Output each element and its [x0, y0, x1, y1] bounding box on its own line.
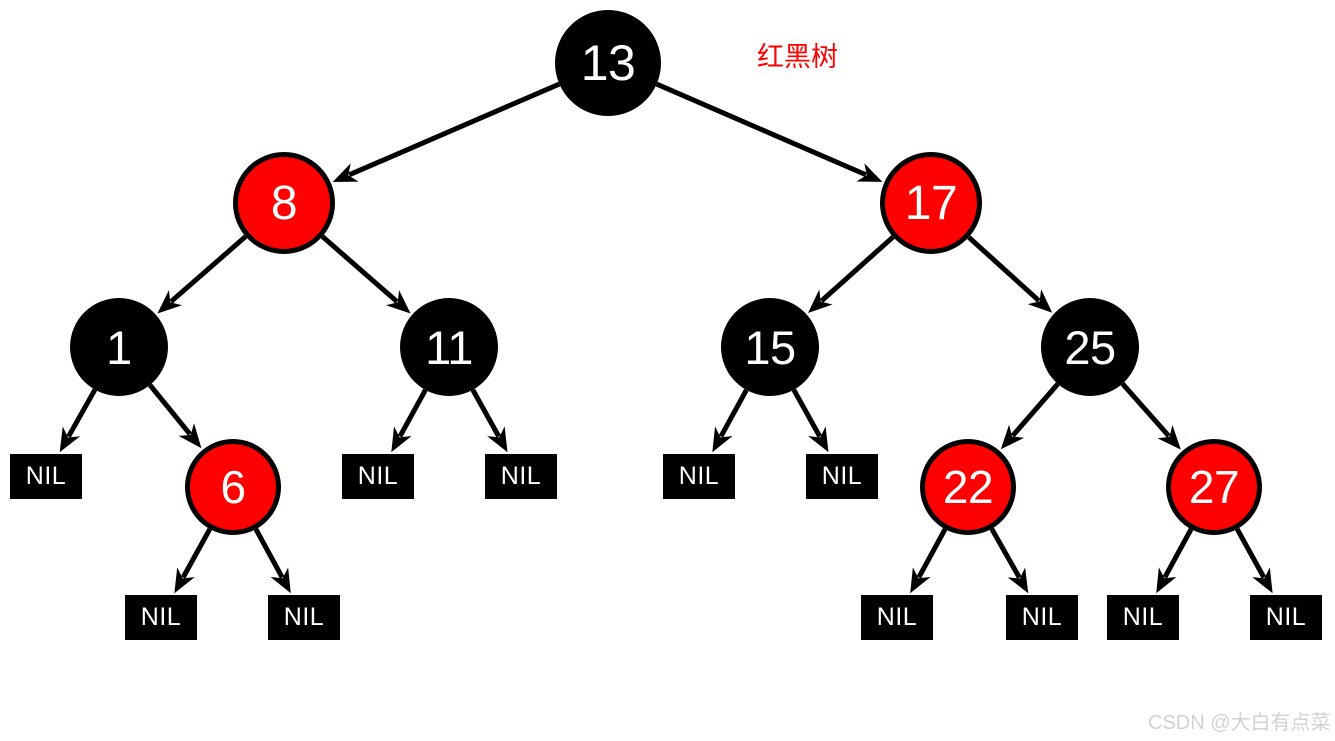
nil-leaf: NIL [1107, 595, 1179, 640]
tree-edge-arrowhead [1252, 567, 1273, 594]
tree-node-8: 8 [233, 152, 335, 254]
tree-edge-arrowhead [174, 567, 195, 594]
tree-edge-arrowhead [712, 426, 733, 453]
tree-edge-line [470, 388, 501, 438]
tree-node-6: 6 [185, 439, 281, 535]
tree-edge-arrowhead [59, 426, 81, 453]
tree-node-11: 11 [400, 298, 498, 396]
tree-edge-line [253, 527, 285, 579]
tree-edge-arrowhead [332, 163, 359, 182]
tree-edge-line [655, 81, 867, 178]
tree-edge-line [791, 388, 822, 438]
tree-edge-line [180, 527, 212, 579]
tree-edge-arrowhead [178, 423, 202, 449]
tree-node-1: 1 [70, 298, 168, 396]
nil-leaf: NIL [485, 454, 557, 499]
nil-leaf: NIL [342, 454, 414, 499]
tree-edge-arrowhead [157, 290, 183, 314]
tree-node-15: 15 [721, 298, 819, 396]
tree-edge-line [989, 527, 1022, 579]
tree-edge-arrowhead [270, 567, 291, 594]
nil-leaf: NIL [125, 595, 197, 640]
tree-edge-arrowhead [1007, 567, 1029, 594]
nil-leaf: NIL [861, 595, 933, 640]
tree-edge-line [967, 235, 1041, 303]
nil-leaf: NIL [806, 454, 878, 499]
tree-edge-arrowhead [808, 289, 833, 313]
tree-node-27: 27 [1166, 439, 1262, 535]
nil-leaf: NIL [10, 454, 82, 499]
tree-edge-line [66, 388, 98, 438]
tree-node-17: 17 [880, 152, 982, 254]
tree-edge-line [1010, 382, 1060, 438]
tree-edge-line [718, 388, 749, 438]
tree-edge-arrowhead [808, 426, 829, 453]
tree-edge-line [1120, 382, 1171, 438]
nil-leaf: NIL [268, 595, 340, 640]
tree-edge-line [397, 388, 428, 438]
tree-edge-arrowhead [391, 426, 412, 453]
nil-leaf: NIL [1250, 595, 1322, 640]
nil-leaf: NIL [1006, 595, 1078, 640]
tree-edge-arrowhead [910, 567, 931, 594]
tree-edge-line [1235, 527, 1267, 579]
tree-edge-arrowhead [1157, 424, 1181, 450]
tree-node-13: 13 [555, 10, 661, 116]
tree-edge-arrowhead [1027, 289, 1053, 313]
tree-edge-line [348, 81, 561, 178]
tree-edge-arrowhead [856, 163, 883, 182]
tree-edge-line [819, 235, 895, 303]
tree-edge-line [320, 234, 399, 304]
tree-edge-line [148, 383, 192, 436]
tree-edge-arrowhead [1156, 567, 1177, 594]
tree-edge-line [169, 234, 248, 304]
diagram-title: 红黑树 [757, 42, 838, 72]
tree-node-22: 22 [920, 439, 1016, 535]
watermark-label: CSDN @大白有点菜 [1148, 712, 1331, 734]
tree-edge-line [916, 527, 948, 579]
nil-leaf: NIL [663, 454, 735, 499]
tree-edge-arrowhead [487, 426, 508, 453]
tree-edge-arrowhead [1000, 424, 1025, 450]
tree-node-25: 25 [1041, 298, 1139, 396]
tree-edge-arrowhead [385, 290, 411, 314]
tree-edge-line [1162, 527, 1194, 579]
